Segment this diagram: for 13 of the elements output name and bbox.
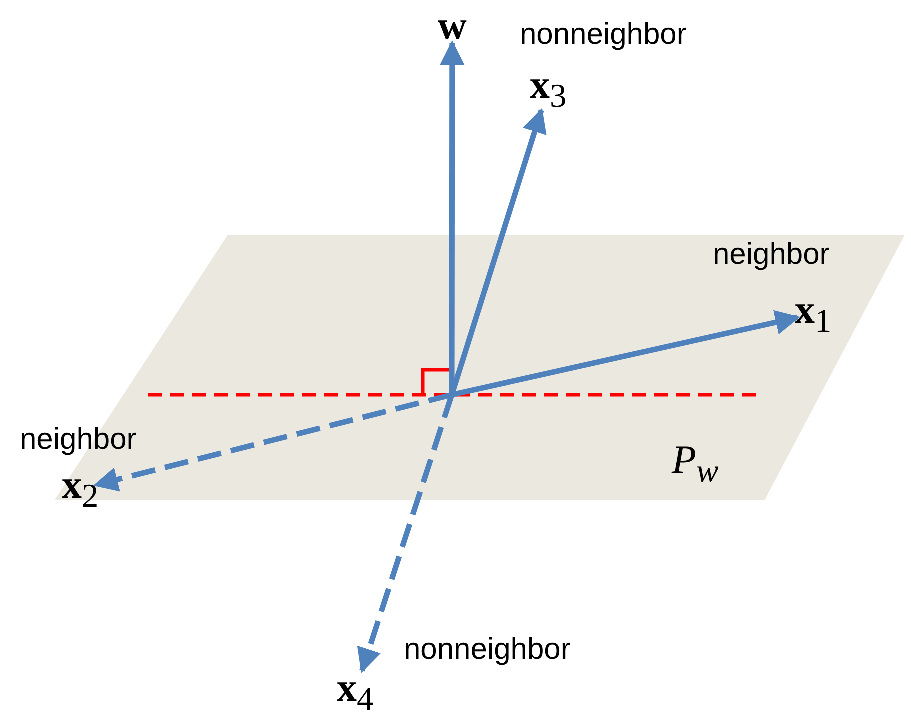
vector-arrow bbox=[357, 394, 455, 674]
plane-label: P$_{w}$ bbox=[672, 440, 719, 488]
vector-arrow bbox=[440, 40, 465, 395]
vector-label: w bbox=[438, 6, 467, 46]
vector-label: x$_{3}$ bbox=[530, 65, 567, 114]
vector-arrow bbox=[451, 310, 800, 398]
vector-label: x$_{1}$ bbox=[795, 290, 832, 338]
caption-label: neighbor bbox=[713, 240, 830, 270]
caption-label: nonneighbor bbox=[520, 20, 687, 50]
caption-label: nonneighbor bbox=[404, 635, 571, 665]
vector-label: x$_{4}$ bbox=[337, 668, 374, 716]
caption-label: neighbor bbox=[20, 425, 137, 455]
vector-label: x$_{2}$ bbox=[62, 465, 99, 514]
